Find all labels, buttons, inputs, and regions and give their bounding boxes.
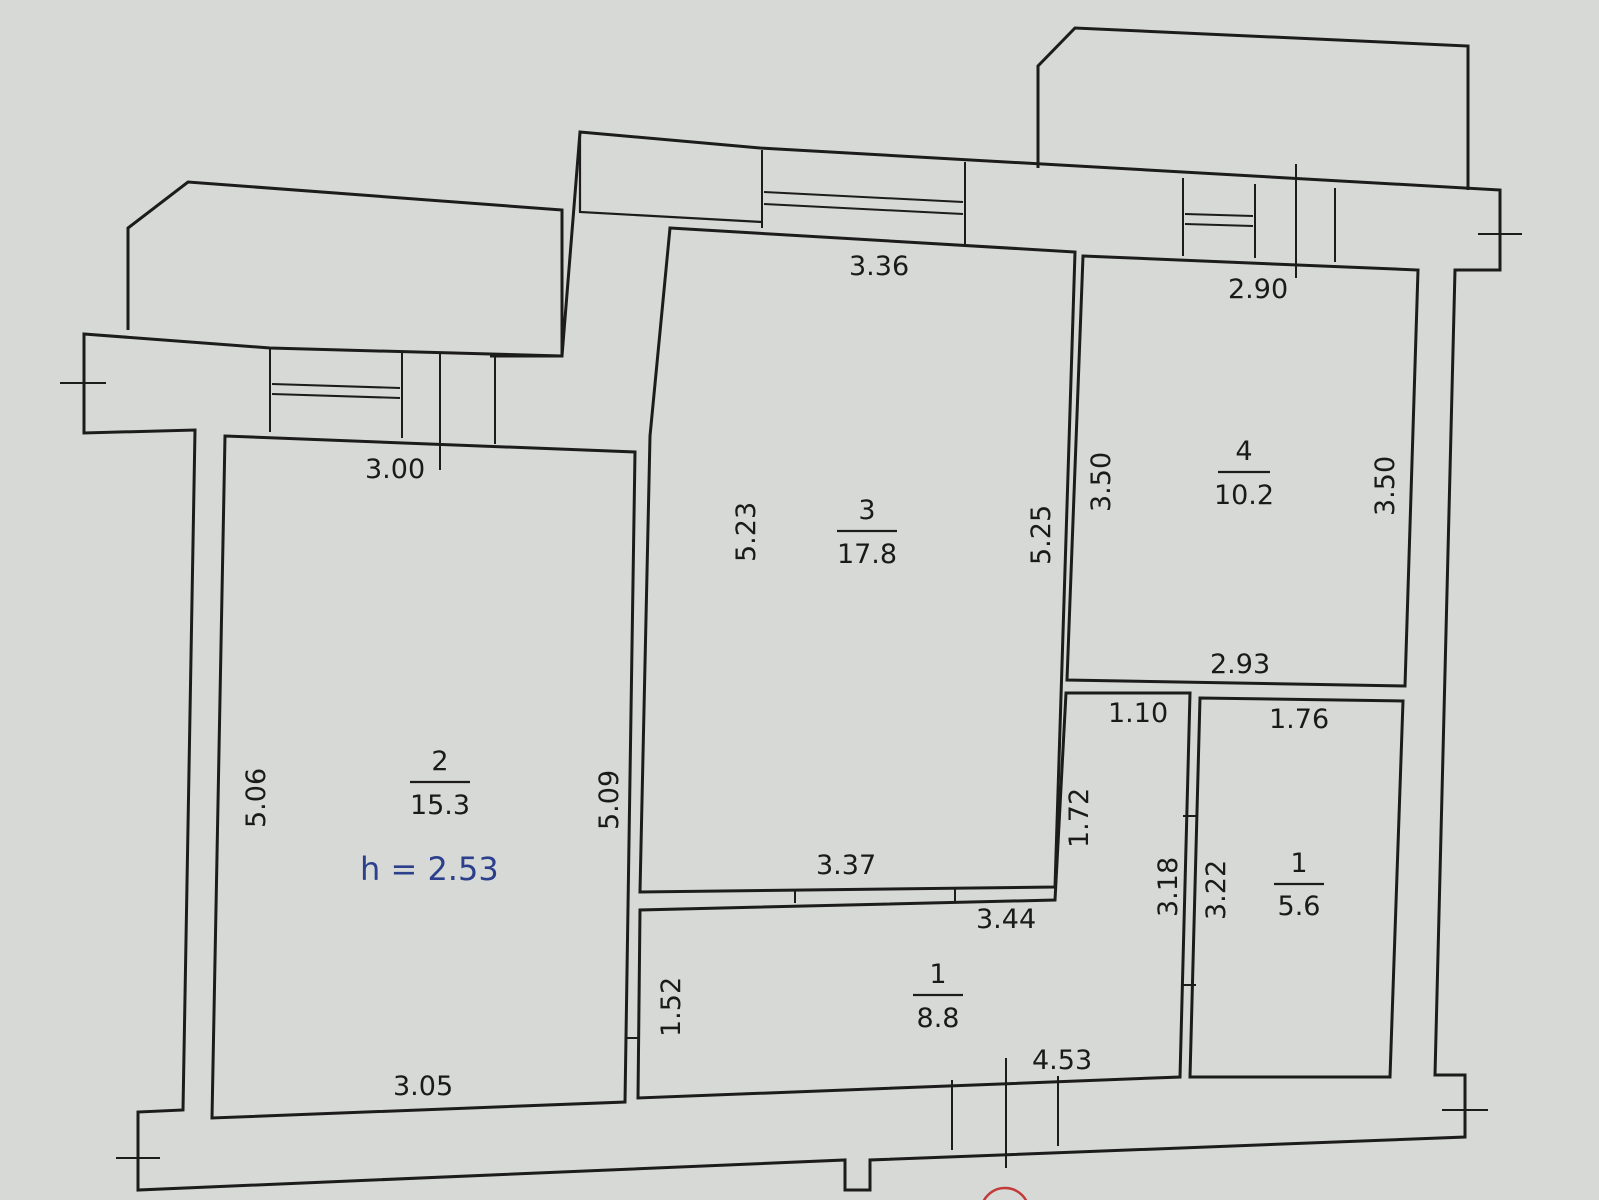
window-right: [1182, 164, 1336, 278]
balcony-right: [1036, 26, 1470, 190]
room-2-label: 2 15.3: [410, 746, 470, 821]
inner-wall-top-middle: [578, 132, 763, 224]
dim-hall-bottom: 4.53: [1032, 1045, 1092, 1076]
room-bath-outline: [1188, 696, 1405, 1079]
room-2-number: 2: [431, 746, 448, 777]
dim-bath-left: 3.22: [1201, 860, 1232, 920]
room-hall-number: 1: [929, 959, 946, 990]
dim-hall-corridor-width: 1.10: [1108, 698, 1168, 729]
room-bath-label: 1 5.6: [1274, 848, 1324, 922]
room-bath-area: 5.6: [1278, 891, 1321, 922]
room-hall-label: 1 8.8: [913, 959, 963, 1034]
dim-room4-right: 3.50: [1370, 456, 1401, 516]
room-4-number: 4: [1235, 436, 1252, 467]
room-3-area: 17.8: [837, 539, 897, 570]
room-2-area: 15.3: [410, 790, 470, 821]
dim-room2-bottom: 3.05: [393, 1071, 453, 1102]
room-4-outline: [1065, 254, 1420, 688]
dim-room3-right: 5.25: [1026, 505, 1057, 565]
room-3-outline: [638, 226, 1077, 894]
dim-room4-left: 3.50: [1086, 452, 1117, 512]
room-4-label: 4 10.2: [1214, 436, 1274, 511]
axis-ticks: [60, 220, 1522, 1172]
room-2-outline: [210, 434, 637, 1120]
dim-hall-right: 3.18: [1153, 857, 1184, 917]
dim-hall-corridor-height: 1.72: [1064, 788, 1095, 848]
dim-room2-top: 3.00: [365, 454, 425, 485]
room-3-label: 3 17.8: [837, 495, 897, 570]
room-hall-area: 8.8: [917, 1003, 960, 1034]
room-bath-number: 1: [1290, 848, 1307, 879]
dim-room3-top: 3.36: [849, 251, 909, 282]
dim-hall-top: 3.44: [976, 904, 1036, 935]
dim-hall-left: 1.52: [656, 977, 687, 1037]
dim-room4-top: 2.90: [1228, 274, 1288, 305]
ceiling-height-note: h = 2.53: [360, 850, 499, 888]
dim-room3-left: 5.23: [731, 502, 762, 562]
window-left: [269, 348, 496, 470]
stamp-mark: [982, 1186, 1028, 1200]
dim-room2-left: 5.06: [241, 768, 272, 828]
dim-room4-bottom: 2.93: [1210, 649, 1270, 680]
room-3-number: 3: [858, 495, 875, 526]
window-middle: [761, 150, 966, 246]
entrance-door: [951, 1058, 1059, 1168]
room-4-area: 10.2: [1214, 480, 1274, 511]
dim-bath-top: 1.76: [1269, 704, 1329, 735]
dim-room2-right: 5.09: [594, 770, 625, 830]
outer-wall: [82, 130, 1502, 1192]
dim-room3-bottom: 3.37: [816, 850, 876, 881]
door-marks: [625, 815, 1198, 1039]
room-hall-outline: [636, 691, 1192, 1100]
